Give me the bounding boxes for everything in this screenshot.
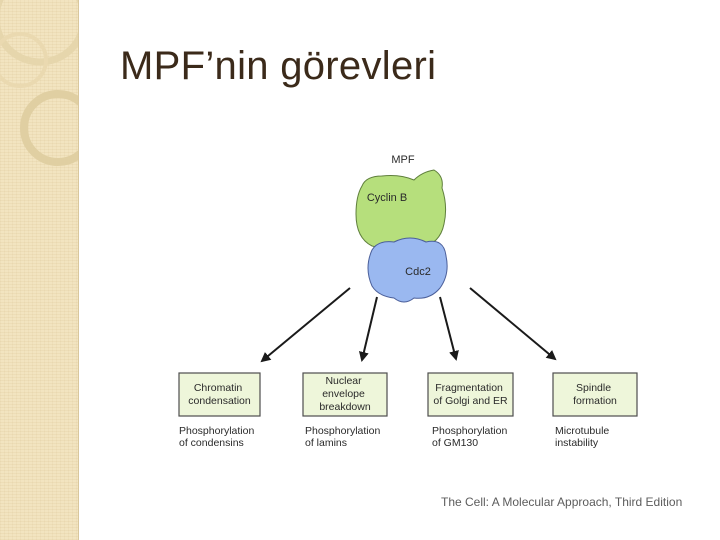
svg-text:Phosphorylation of conde: Phosphorylation of condensins	[179, 425, 257, 449]
box-line: of Golgi and ER	[433, 395, 508, 407]
cyclin-b-subunit	[356, 170, 446, 250]
box-line: formation	[573, 395, 617, 407]
svg-text:Nuclear envelope b: Nuclear envelope breakdown	[319, 375, 371, 413]
box-line: Fragmentation	[435, 382, 503, 394]
target-chromatin: Chromatin condensation Phosphorylation o…	[179, 373, 260, 449]
target-spindle: Spindle formation Microtubule instabilit…	[553, 373, 637, 449]
note-line: Phosphorylation	[305, 425, 380, 437]
svg-text:Spindle formation: Spindle formation	[573, 382, 617, 407]
box-line: Nuclear	[325, 375, 362, 387]
note-line: Phosphorylation	[432, 425, 507, 437]
svg-text:Phosphorylation of GM130: Phosphorylation of GM130	[432, 425, 510, 449]
note-line: of GM130	[432, 437, 478, 449]
svg-text:Fragmentation of Golgi a: Fragmentation of Golgi and ER	[433, 382, 508, 407]
svg-text:Phosphorylation of lamin: Phosphorylation of lamins	[305, 425, 383, 449]
box-line: envelope	[322, 388, 365, 400]
note-line: of lamins	[305, 437, 347, 449]
target-fragmentation: Fragmentation of Golgi and ER Phosphoryl…	[428, 373, 513, 449]
source-credit: The Cell: A Molecular Approach, Third Ed…	[441, 495, 682, 509]
arrow-to-spindle	[470, 288, 555, 359]
svg-text:Chromatin condensation: Chromatin condensation	[188, 382, 251, 407]
note-line: Microtubule	[555, 425, 609, 437]
box-line: condensation	[188, 395, 251, 407]
cdc2-label: Cdc2	[405, 266, 431, 278]
box-line: breakdown	[319, 401, 371, 413]
box-line: Chromatin	[194, 382, 243, 394]
svg-text:Microtubule instability: Microtubule instability	[555, 425, 612, 449]
target-nuclear-envelope: Nuclear envelope breakdown Phosphorylati…	[303, 373, 387, 449]
mpf-label: MPF	[391, 154, 415, 166]
note-line: Phosphorylation	[179, 425, 254, 437]
note-line: instability	[555, 437, 599, 449]
arrow-to-chromatin	[262, 288, 350, 361]
box-line: Spindle	[576, 382, 611, 394]
arrow-to-nuclear	[362, 297, 377, 360]
arrow-to-fragmentation	[440, 297, 456, 359]
cyclin-b-label: Cyclin B	[367, 192, 407, 204]
note-line: of condensins	[179, 437, 244, 449]
